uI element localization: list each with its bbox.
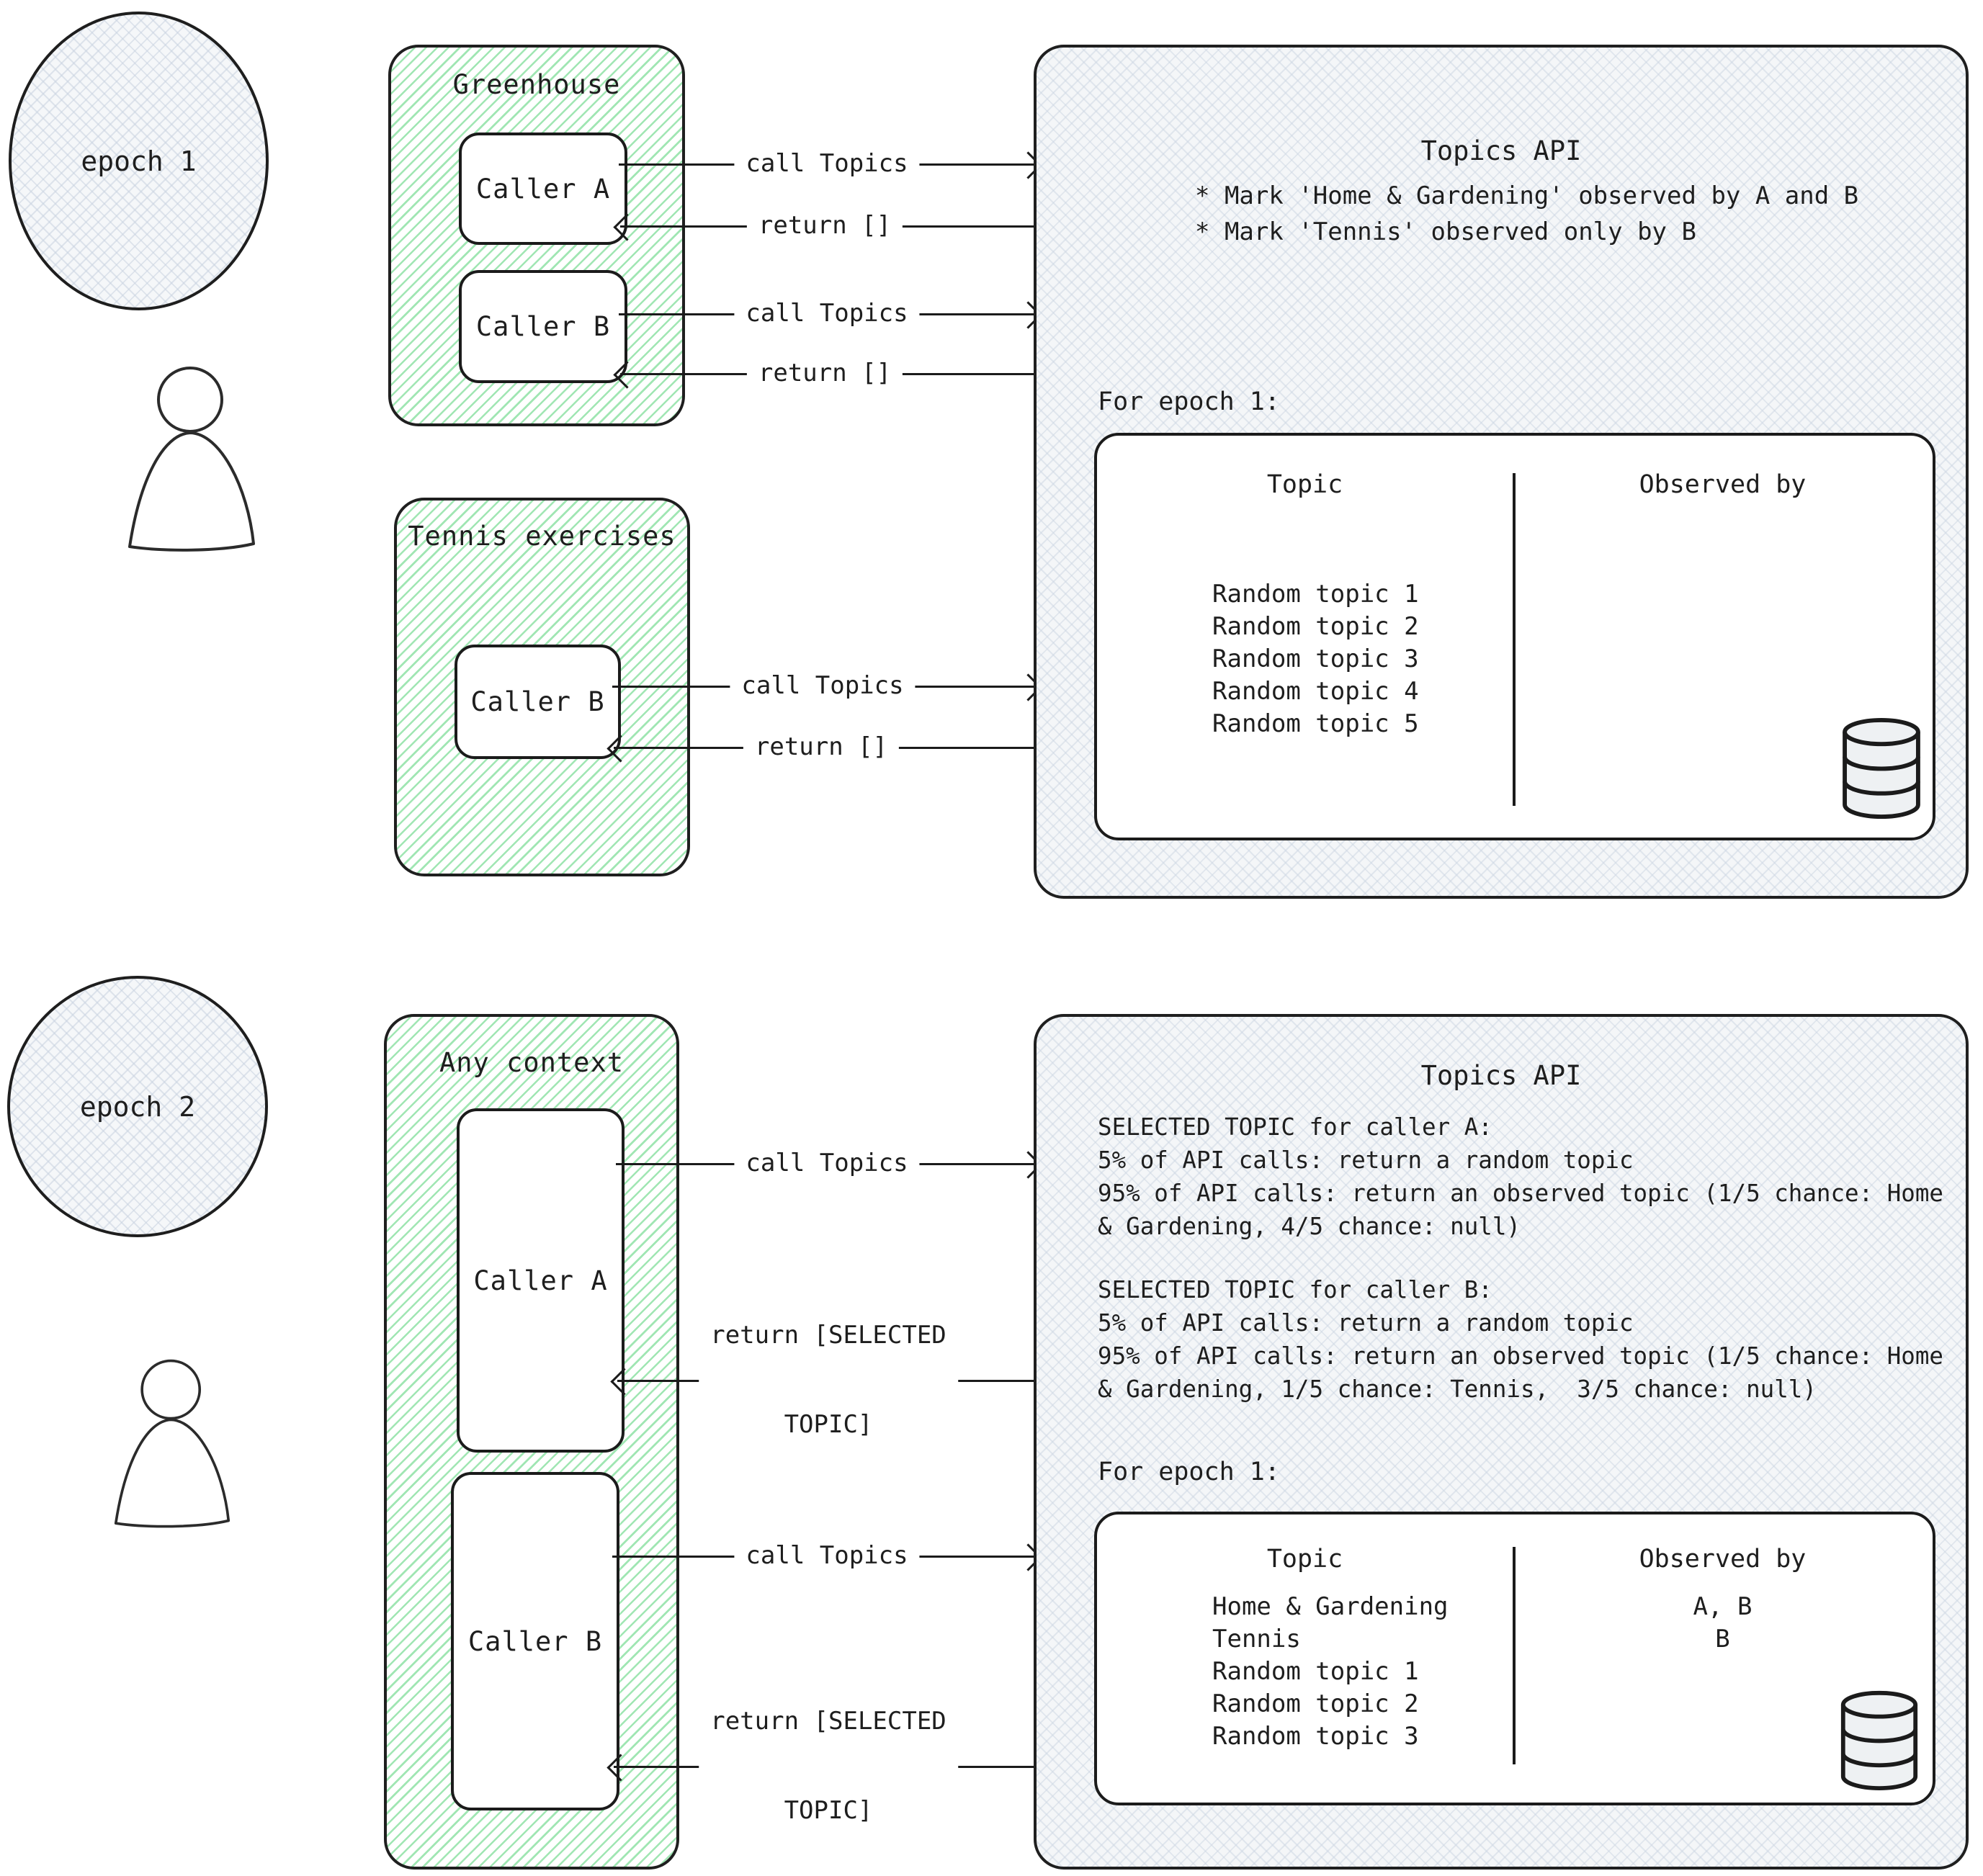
caller-a-label: Caller A bbox=[475, 173, 611, 205]
column-header-topic: Topic bbox=[1266, 470, 1343, 499]
api-note-line: * Mark 'Home & Gardening' observed by A … bbox=[1195, 181, 1859, 210]
api-note-line: * Mark 'Tennis' observed only by B bbox=[1195, 217, 1696, 246]
epoch1-circle: epoch 1 bbox=[9, 12, 269, 310]
arrow-label-call-a-epoch2: call Topics bbox=[734, 1147, 920, 1179]
return-selected-line1: return [SELECTED bbox=[710, 1321, 946, 1350]
any-context-panel: Any context Caller A Caller B bbox=[384, 1014, 679, 1870]
selected-topic-line: & Gardening, 1/5 chance: Tennis, 3/5 cha… bbox=[1098, 1375, 1817, 1403]
column-header-observed: Observed by bbox=[1639, 470, 1807, 499]
database-icon bbox=[1840, 1690, 1918, 1790]
selected-topic-line: & Gardening, 4/5 chance: null) bbox=[1098, 1213, 1521, 1240]
database-icon bbox=[1843, 717, 1920, 819]
caller-a-box: Caller A bbox=[459, 133, 627, 245]
topics-table-epoch1: Topic Observed by Random topic 1 Random … bbox=[1094, 433, 1935, 840]
arrow-label-return-selected-a: return [SELECTED TOPIC] bbox=[699, 1260, 958, 1499]
caller-b-label: Caller B bbox=[475, 311, 611, 342]
selected-topic-line: 95% of API calls: return an observed top… bbox=[1098, 1342, 1943, 1370]
arrow-label-call-b: call Topics bbox=[734, 297, 920, 329]
topics-api-box-epoch2: Topics API SELECTED TOPIC for caller A: … bbox=[1034, 1014, 1969, 1870]
person-icon bbox=[114, 1359, 230, 1528]
topics-api-box-epoch1: Topics API * Mark 'Home & Gardening' obs… bbox=[1034, 45, 1969, 899]
table-divider bbox=[1513, 473, 1516, 806]
table-row: Random topic 2 bbox=[1212, 1689, 1419, 1718]
caller-a-box-epoch2: Caller A bbox=[457, 1108, 625, 1453]
table-row: Tennis bbox=[1212, 1625, 1301, 1653]
api-notes: * Mark 'Home & Gardening' observed by A … bbox=[1195, 178, 1858, 250]
epoch2-label: epoch 2 bbox=[79, 1090, 196, 1123]
greenhouse-title: Greenhouse bbox=[452, 69, 621, 100]
table-divider bbox=[1513, 1547, 1516, 1764]
tennis-caller-b-label: Caller B bbox=[470, 686, 605, 717]
table-observed-cell: B bbox=[1715, 1625, 1730, 1653]
caller-b-label: Caller B bbox=[467, 1625, 603, 1657]
return-selected-line2: TOPIC] bbox=[784, 1796, 873, 1825]
selected-topic-line: SELECTED TOPIC for caller B: bbox=[1098, 1276, 1492, 1303]
arrow-label-call-a: call Topics bbox=[734, 148, 920, 179]
any-context-title: Any context bbox=[439, 1047, 625, 1078]
caller-b-box: Caller B bbox=[459, 270, 627, 383]
selected-topic-b-block: SELECTED TOPIC for caller B: 5% of API c… bbox=[1098, 1273, 1943, 1406]
tennis-caller-b-box: Caller B bbox=[455, 645, 621, 759]
table-row: Random topic 1 bbox=[1212, 1657, 1419, 1686]
greenhouse-panel: Greenhouse Caller A Caller B bbox=[388, 45, 685, 426]
arrow-label-call-tennis: call Topics bbox=[730, 670, 916, 701]
tennis-title: Tennis exercises bbox=[408, 521, 676, 552]
caller-b-box-epoch2: Caller B bbox=[451, 1472, 619, 1810]
arrow-label-return-selected-b: return [SELECTED TOPIC] bbox=[699, 1646, 958, 1876]
table-row: Random topic 2 bbox=[1212, 612, 1419, 641]
selected-topic-line: 95% of API calls: return an observed top… bbox=[1098, 1180, 1943, 1207]
arrow-label-return-a: return [] bbox=[746, 210, 903, 241]
epoch2-circle: epoch 2 bbox=[7, 976, 268, 1237]
table-row: Home & Gardening bbox=[1212, 1592, 1449, 1621]
arrow-label-return-b: return [] bbox=[746, 357, 903, 389]
column-header-observed: Observed by bbox=[1639, 1545, 1807, 1574]
return-selected-line2: TOPIC] bbox=[784, 1410, 873, 1439]
topics-table-epoch2: Topic Observed by Home & Gardening A, B … bbox=[1094, 1512, 1935, 1805]
table-row: Random topic 5 bbox=[1212, 709, 1419, 738]
selected-topic-line: 5% of API calls: return a random topic bbox=[1098, 1146, 1634, 1174]
topics-api-title: Topics API bbox=[1420, 135, 1582, 166]
for-epoch-label: For epoch 1: bbox=[1098, 1458, 1280, 1486]
selected-topic-line: 5% of API calls: return a random topic bbox=[1098, 1309, 1634, 1337]
arrow-label-call-b-epoch2: call Topics bbox=[734, 1540, 920, 1571]
selected-topic-a-block: SELECTED TOPIC for caller A: 5% of API c… bbox=[1098, 1110, 1943, 1243]
for-epoch-label: For epoch 1: bbox=[1098, 387, 1280, 416]
person-icon bbox=[128, 367, 255, 552]
topics-api-title: Topics API bbox=[1420, 1060, 1582, 1091]
table-observed-cell: A, B bbox=[1693, 1592, 1753, 1621]
column-header-topic: Topic bbox=[1266, 1545, 1343, 1574]
selected-topic-line: SELECTED TOPIC for caller A: bbox=[1098, 1113, 1492, 1141]
epoch1-label: epoch 1 bbox=[81, 145, 197, 177]
table-row: Random topic 3 bbox=[1212, 645, 1419, 673]
caller-a-label: Caller A bbox=[473, 1265, 608, 1296]
table-row: Random topic 3 bbox=[1212, 1722, 1419, 1751]
table-row: Random topic 4 bbox=[1212, 677, 1419, 706]
table-row: Random topic 1 bbox=[1212, 580, 1419, 609]
arrow-label-return-tennis: return [] bbox=[743, 731, 900, 763]
return-selected-line1: return [SELECTED bbox=[710, 1707, 946, 1736]
